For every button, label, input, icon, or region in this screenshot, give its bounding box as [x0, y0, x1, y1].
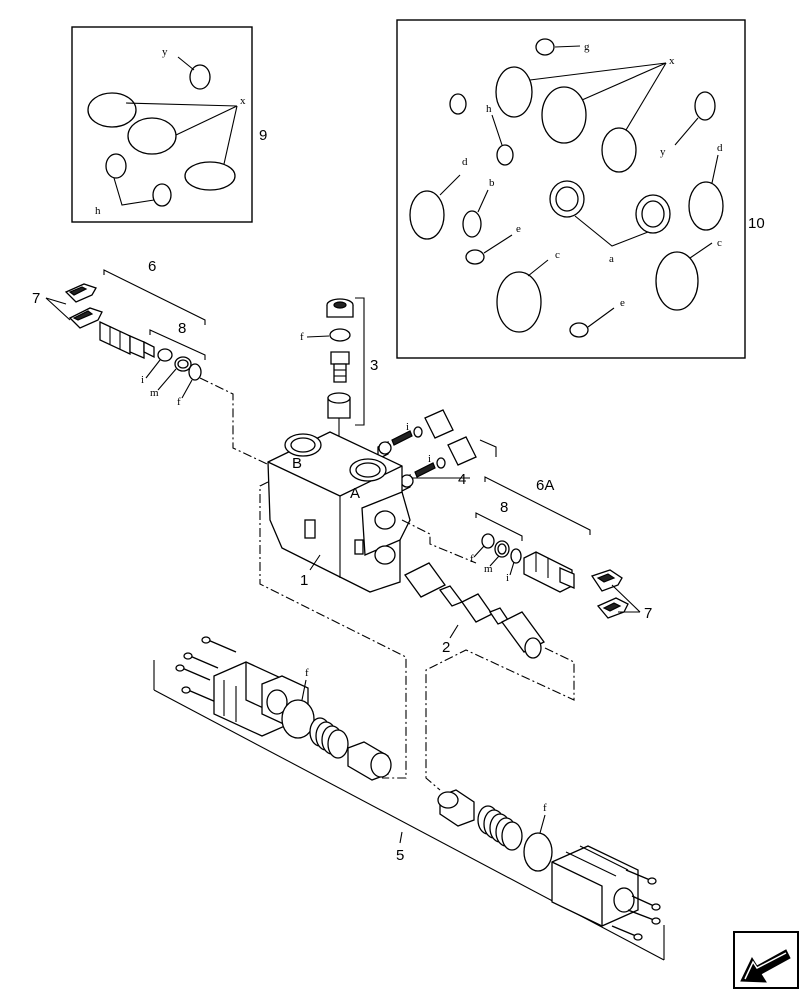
spring-left: [309, 717, 349, 759]
end-cap-right-group: f: [437, 789, 661, 941]
ref-i-left: i: [141, 374, 144, 386]
relief-valve-right-group: 6A 8 f m i 7: [470, 476, 652, 622]
spring-right: [477, 805, 523, 851]
kit10-ref-h: h: [486, 103, 492, 115]
relief-valve-left-group: 6 7 8 i m f: [32, 258, 206, 408]
port-b-label: B: [292, 455, 302, 472]
valve-body: B A 1: [267, 431, 411, 593]
kit9-ref-x: x: [240, 95, 246, 107]
callout-10: 10: [748, 215, 765, 232]
callout-5: 5: [396, 847, 404, 864]
port-a-label: A: [350, 485, 360, 502]
back-navigation-button[interactable]: [733, 931, 799, 989]
kit10-ref-e-top: e: [516, 223, 521, 235]
kit10-ref-d-right: d: [717, 142, 723, 154]
ref-i-right: i: [506, 572, 509, 584]
seal-kit-10-frame: [396, 19, 746, 359]
load-check-group-3: 3 f: [300, 297, 378, 445]
end-cap-left-group: 5 f: [153, 636, 665, 961]
callout-7-left: 7: [32, 290, 40, 307]
ref-f-plug: f: [300, 331, 304, 343]
leader-left-cap: [259, 481, 407, 779]
plug-group-4: 4 i i: [377, 409, 497, 494]
kit10-ref-d-left: d: [462, 156, 468, 168]
kit9-ref-y: y: [162, 46, 168, 58]
callout-8-right: 8: [500, 499, 508, 516]
callout-7-right: 7: [644, 605, 652, 622]
callout-9: 9: [259, 127, 267, 144]
ref-m-left: m: [150, 387, 159, 399]
kit10-ref-g: g: [584, 41, 590, 53]
callout-1: 1: [300, 572, 308, 589]
callout-4: 4: [458, 471, 466, 488]
ref-f-right: f: [470, 553, 474, 565]
kit10-ref-y: y: [660, 146, 666, 158]
ref-i-det1: i: [406, 421, 409, 433]
kit10-ref-c-left: c: [555, 249, 560, 261]
ref-i-det2: i: [428, 453, 431, 465]
kit10-ref-e-bottom: e: [620, 297, 625, 309]
callout-2: 2: [442, 639, 450, 656]
kit10-ref-x: x: [669, 55, 675, 67]
leader-right-valve: [401, 519, 477, 564]
seal-kit-9-frame: [71, 26, 253, 223]
ref-m-right: m: [484, 563, 493, 575]
spool: 2: [404, 562, 545, 659]
kit10-ref-b: b: [489, 177, 495, 189]
ref-f-cap-right: f: [543, 802, 547, 814]
seal-kit-9: y x h 9: [71, 26, 267, 223]
leader-right-cap: [425, 647, 575, 791]
leader-left-valve: [199, 377, 281, 471]
ref-f-cap-left: f: [305, 667, 309, 679]
callout-3: 3: [370, 357, 378, 374]
cap-bolts-left: [175, 636, 237, 703]
callout-6a: 6A: [536, 477, 554, 494]
callout-8-left: 8: [178, 320, 186, 337]
cap-bolts-right: [611, 869, 661, 941]
kit10-ref-a: a: [609, 253, 614, 265]
kit9-ref-h: h: [95, 205, 101, 217]
ref-f-left: f: [177, 396, 181, 408]
seal-kit-10: g x h y d d b a e c: [396, 19, 765, 359]
kit10-ref-c-right: c: [717, 237, 722, 249]
callout-6: 6: [148, 258, 156, 275]
